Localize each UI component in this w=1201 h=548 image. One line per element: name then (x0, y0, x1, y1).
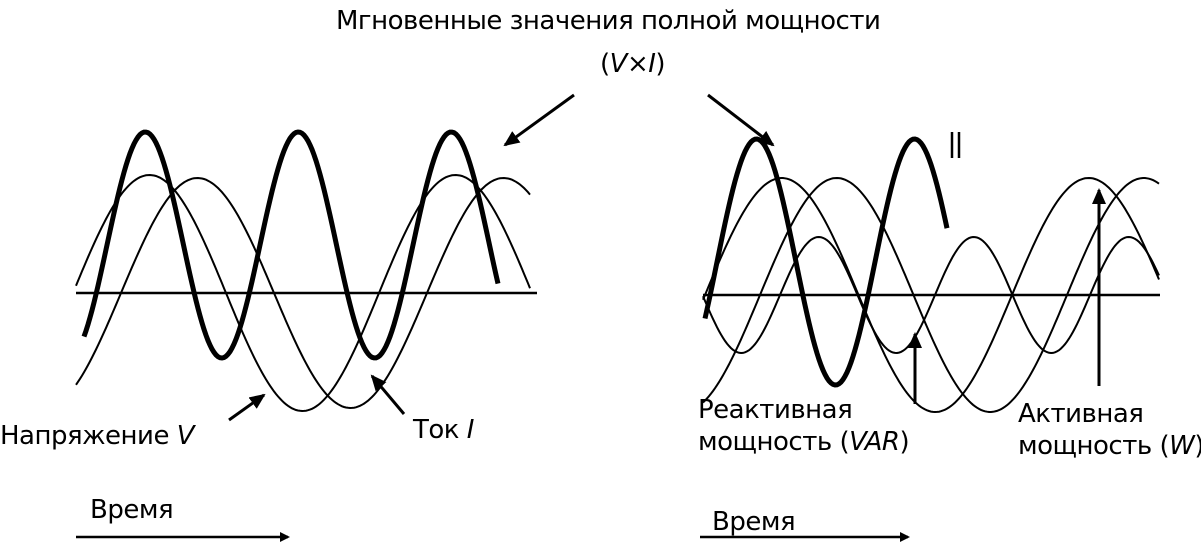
title-arrow-left (503, 93, 575, 147)
diagram-title: Мгновенные значения полной мощности (336, 6, 881, 36)
title-formula: (V×I) (600, 49, 666, 79)
current-arrow (370, 374, 406, 415)
left-voltage-wave (75, 173, 531, 413)
right-power-wave (702, 136, 950, 388)
left-power-wave (81, 129, 501, 361)
reactive-power-label-line1: Реактивная (698, 395, 853, 425)
voltage-symbol: V (176, 421, 195, 451)
active-text: мощность ( (1018, 431, 1170, 461)
voltage-label-text: Напряжение (0, 421, 177, 451)
active-power-label-line2: мощность (W) (1018, 430, 1201, 462)
reactive-close: ) (899, 427, 910, 457)
active-symbol: W (1169, 431, 1195, 461)
active-power-label-line1: Активная (1018, 399, 1144, 429)
left-time-label: Время (90, 495, 174, 525)
active-close: ) (1194, 431, 1201, 461)
formula-times: × (626, 49, 649, 79)
voltage-arrow (228, 393, 266, 422)
reactive-symbol: VAR (849, 427, 900, 457)
right-reactive-wave (702, 235, 1160, 355)
left-current-wave (75, 176, 531, 410)
reactive-power-label-line2: мощность (VAR) (698, 426, 910, 458)
current-label-text: Ток (413, 415, 467, 445)
reactive-text: мощность ( (698, 427, 850, 457)
right-time-label: Время (712, 507, 796, 537)
formula-v: V (609, 49, 628, 79)
formula-i: I (648, 49, 656, 79)
right-current-wave (702, 176, 1160, 413)
current-symbol: I (466, 415, 475, 445)
current-label: Ток I (413, 414, 474, 446)
voltage-label: Напряжение V (0, 420, 195, 452)
title-arrow-right (707, 93, 775, 147)
